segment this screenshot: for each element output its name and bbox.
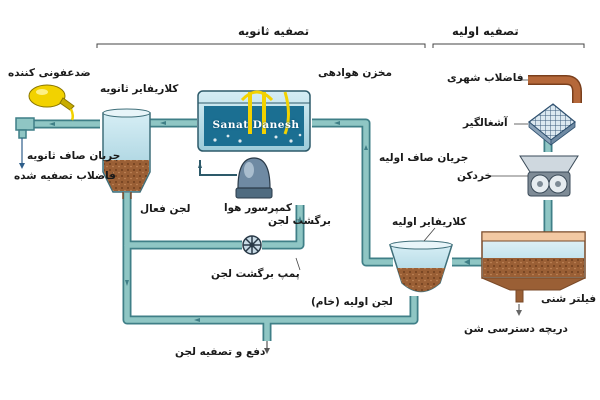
- raw-sludge-label: لجن اولیه (خام): [311, 296, 393, 308]
- city-sewage-label: فاضلاب شهری: [447, 72, 524, 84]
- outlet-faucet: [15, 117, 35, 169]
- treated-wastewater-label: فاضلاب تصفیه شده: [14, 170, 116, 182]
- return-sludge-label: برگشت لجن: [268, 215, 331, 227]
- aeration-tank: [197, 90, 311, 152]
- grit-filter-tank: [481, 231, 586, 316]
- screen-mesh: [528, 103, 576, 146]
- primary-clarifier-tank: [388, 240, 454, 293]
- sludge-disposal-arrow: [264, 341, 270, 354]
- section-primary-title: تصفیه اولیه: [452, 24, 519, 38]
- return-sludge-pump: [242, 235, 262, 255]
- section-brackets: [96, 43, 585, 48]
- watermark-text: Sanat Danesh: [212, 119, 300, 131]
- grit-filter-label: فیلتر شنی: [541, 293, 597, 305]
- disinfectant-label: ضدعفونی کننده: [8, 67, 91, 79]
- secondary-clarifier-tank: [102, 108, 151, 199]
- primary-clarifier-label: کلاریفایر اولیه: [392, 216, 467, 228]
- sewage-inlet-pipe: [528, 75, 582, 103]
- primary-effluent-label: جریان صاف اولیه: [379, 152, 469, 164]
- flow-arrows: [49, 121, 470, 322]
- disinfectant-dispenser: [28, 84, 75, 121]
- screen-label: آشغالگیر: [463, 117, 508, 129]
- activated-sludge-label: لجن فعال: [140, 203, 191, 215]
- secondary-effluent-label: جریان صاف ثانویه: [27, 150, 121, 162]
- sludge-disposal-label: دفع و تصفیه لجن: [175, 346, 266, 358]
- return-pump-label: پمپ برگشت لجن: [211, 268, 300, 280]
- secondary-clarifier-label: کلاریفایر ثانویه: [100, 83, 179, 95]
- grit-access-label: دریچه دسترسی شن: [464, 323, 568, 335]
- grinder-label: خردکن: [457, 170, 493, 182]
- air-compressor: [198, 157, 273, 199]
- section-secondary-title: تصفیه ثانویه: [238, 24, 310, 38]
- air-compressor-label: کمپرسور هوا: [224, 202, 293, 214]
- label-leaders: [295, 79, 528, 271]
- aeration-tank-label: مخزن هوادهی: [318, 67, 392, 79]
- grinder-unit: [519, 155, 579, 197]
